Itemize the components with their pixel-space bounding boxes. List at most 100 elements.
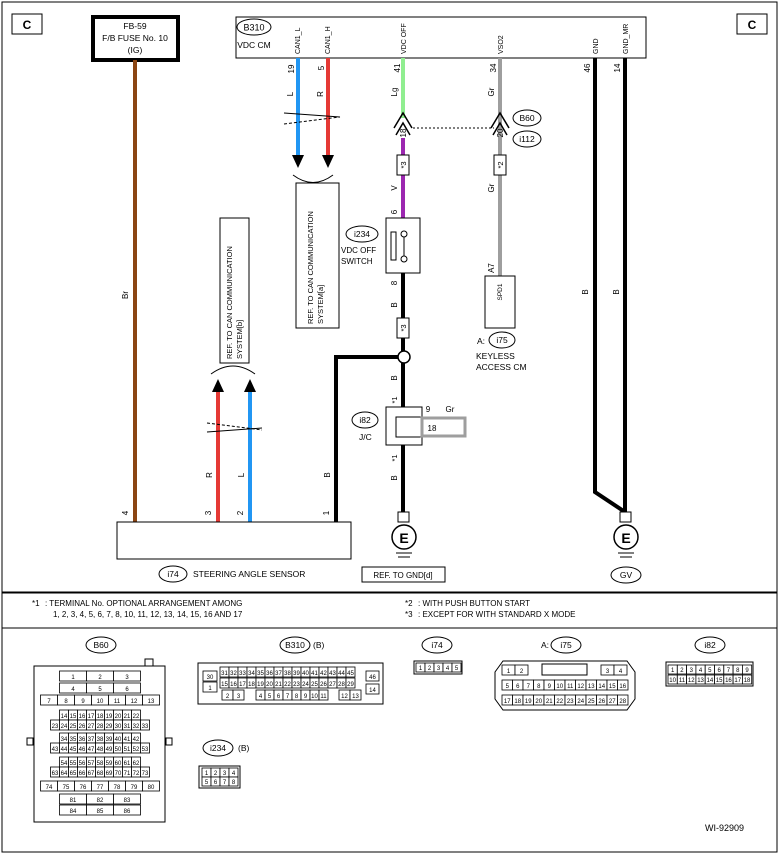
keyless-name2: ACCESS CM	[476, 362, 527, 372]
b310-row1-pin: 44	[338, 671, 345, 677]
b60-row3-pin: 20	[115, 714, 122, 720]
b60-tab-right	[165, 737, 173, 746]
b60-row7-pin: 58	[97, 761, 104, 767]
b310-row2-pin: 18	[248, 682, 255, 688]
i234-row2-pin: 7	[223, 780, 227, 786]
note1-mark-top: *1	[390, 396, 399, 403]
i75-row1b-pin: 4	[619, 669, 623, 675]
ref-can-a-box	[295, 182, 340, 329]
b60-latch	[144, 658, 154, 667]
b310-row2-pin: 22	[284, 682, 291, 688]
b60-row4-pin: 32	[133, 724, 140, 730]
i82-housing	[665, 661, 754, 687]
b60-oval	[512, 109, 542, 127]
vdc-cm-code: B310	[243, 23, 264, 33]
b60-row5-pin: 38	[97, 737, 104, 743]
b60-row8-pin: 64	[61, 771, 68, 777]
switch-name1: VDC OFF	[341, 246, 376, 255]
wire-brown-label: Br	[121, 291, 130, 299]
keyless-box	[484, 275, 516, 329]
b60-row8-pin: 68	[97, 771, 104, 777]
b60-row5-pin: 40	[115, 737, 122, 743]
b310-row1-pin: 36	[266, 671, 273, 677]
diagram-frame	[1, 1, 778, 593]
ground-ref: REF. TO GND[d]	[373, 571, 432, 580]
b60-row6-pin: 43	[52, 747, 59, 753]
vdc-cm-name: VDC CM	[237, 40, 271, 50]
i82-row1-cell	[742, 664, 753, 675]
keyless-oval	[488, 331, 516, 349]
footnote2-text: : WITH PUSH BUTTON START	[418, 599, 530, 608]
i75-row3-cell	[617, 694, 629, 706]
i75-row3-pin: 24	[577, 699, 584, 705]
keyless-signal: SPD1	[497, 283, 504, 300]
vdc-cm-code-oval	[236, 18, 272, 36]
b310-row3-pin: 6	[277, 694, 281, 700]
i82-row2-pin: 14	[707, 678, 714, 684]
b310-row3-pin: 4	[259, 694, 263, 700]
jc-gray-loop	[420, 416, 467, 438]
b310-housing	[197, 662, 384, 705]
can1h-arrow	[322, 155, 334, 168]
b310-row3-pin: 7	[286, 694, 290, 700]
b60-row9-pin: 75	[63, 785, 70, 791]
b60-row6-pin: 48	[97, 747, 104, 753]
pin-signal-vdcoff: VDC OFF	[401, 23, 408, 54]
i74-view-code: i74	[431, 640, 443, 650]
b60-view-oval	[85, 636, 117, 654]
b60-row8-pin: 73	[142, 771, 149, 777]
pin-no-19: 19	[287, 64, 296, 73]
b310-left1-pin: 30	[207, 675, 214, 681]
i234-row1-pin: 4	[232, 771, 236, 777]
i75-row3-pin: 23	[567, 699, 574, 705]
b60-row9-pin: 76	[80, 785, 87, 791]
b60-row7-pin: 59	[106, 761, 113, 767]
b310-view-code: B310	[285, 640, 305, 650]
corner-mark-right-text: C	[748, 18, 757, 32]
i234-housing	[198, 765, 241, 789]
b310-view-oval	[279, 636, 311, 654]
b60-row3-pin: 18	[97, 714, 104, 720]
i75-row2-pin: 11	[567, 684, 574, 690]
i75-row3-pin: 20	[535, 699, 542, 705]
b60-row11-pin: 85	[97, 809, 104, 815]
b60-row0-pin: 3	[125, 675, 129, 681]
b310-right3-pin: 12	[341, 694, 348, 700]
i75-row3-pin: 21	[546, 699, 553, 705]
switch-name2: SWITCH	[341, 257, 373, 266]
b310-left2-cell	[202, 681, 218, 693]
twist-dash	[283, 116, 341, 125]
i74-cell	[451, 662, 462, 673]
b60-row3-pin: 15	[70, 714, 77, 720]
sensor-pin-1: 1	[322, 510, 331, 515]
b310-right1-cell	[365, 670, 380, 682]
i75-row2-pin: 9	[548, 684, 552, 690]
b310-left3-cell	[232, 689, 245, 701]
pin-no-34: 34	[489, 63, 498, 72]
corner-mark-right	[736, 13, 768, 35]
i75-row3-pin: 25	[588, 699, 595, 705]
connector-18-symbol	[393, 111, 413, 136]
wire-gray-label: Gr	[487, 183, 496, 192]
b60-row2-pin: 7	[47, 699, 51, 705]
b60-row10-pin: 82	[97, 798, 104, 804]
keyless-code: i75	[496, 335, 508, 345]
b310-row2-pin: 16	[230, 682, 237, 688]
note3-box-top	[396, 154, 410, 176]
b310-row1-pin: 32	[230, 671, 237, 677]
b310-row1-pin: 38	[284, 671, 291, 677]
b310-right1-pin: 46	[369, 675, 376, 681]
can1l-arrow	[292, 155, 304, 168]
wire-black-label-2: B	[390, 375, 399, 380]
i74-view-oval	[421, 636, 453, 654]
b60-row10-cell	[113, 793, 141, 805]
b60-row3-pin: 22	[133, 714, 140, 720]
ground-terminal-left	[397, 511, 410, 523]
gv-label: GV	[620, 570, 633, 580]
sensor-blue-arrow	[244, 379, 256, 392]
i74-pin: 4	[446, 666, 450, 672]
switch-code: i234	[354, 229, 370, 239]
i75-prefix: A:	[541, 640, 549, 650]
i75-row2-pin: 10	[556, 684, 563, 690]
